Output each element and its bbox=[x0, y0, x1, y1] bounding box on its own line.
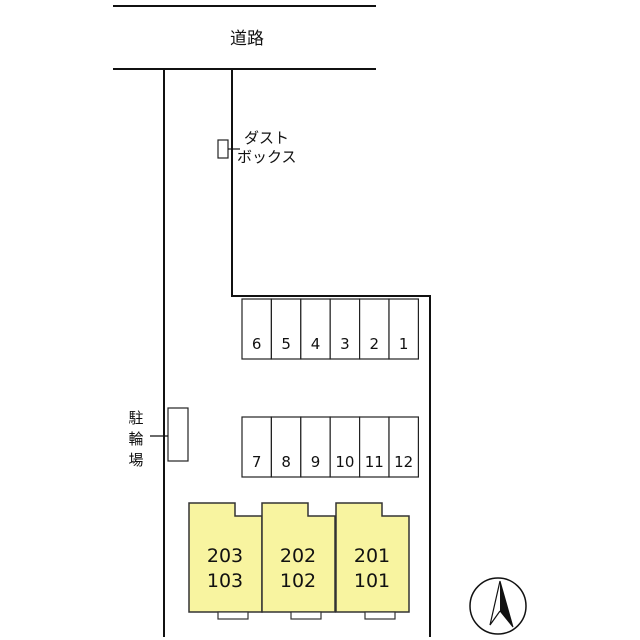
parking-stall-number: 12 bbox=[394, 453, 413, 471]
bicycle-parking-label-char: 場 bbox=[128, 451, 143, 469]
unit-upper-number: 202 bbox=[280, 545, 316, 567]
property-boundary bbox=[163, 69, 431, 637]
bicycle-parking: 駐 輪 場 bbox=[128, 407, 189, 469]
bicycle-parking-label-char: 輪 bbox=[128, 430, 143, 448]
north-arrow-icon bbox=[469, 577, 527, 635]
unit-balcony bbox=[290, 611, 322, 620]
parking-row-bottom: 7 8 9 10 11 12 bbox=[241, 416, 419, 478]
parking-stall bbox=[329, 416, 361, 478]
parking-stall-number: 5 bbox=[281, 335, 291, 353]
road: 道路 bbox=[113, 5, 376, 70]
parking-stall bbox=[359, 416, 390, 478]
unit-lower-number: 103 bbox=[207, 570, 243, 592]
unit-upper-number: 201 bbox=[354, 545, 390, 567]
parking-stall-number: 7 bbox=[252, 453, 262, 471]
road-label: 道路 bbox=[230, 29, 264, 49]
parking-stall bbox=[241, 298, 272, 360]
dust-box-label-line1: ダスト bbox=[244, 129, 289, 147]
unit-lower-number: 102 bbox=[280, 570, 316, 592]
parking-stall-number: 11 bbox=[365, 453, 384, 471]
parking-stall bbox=[270, 416, 302, 478]
unit-balcony bbox=[217, 611, 249, 620]
parking-stall bbox=[359, 298, 390, 360]
compass-needle-outline bbox=[489, 580, 501, 626]
parking-stall-number: 4 bbox=[311, 335, 321, 353]
parking-stall-number: 2 bbox=[370, 335, 380, 353]
unit-lower-number: 101 bbox=[354, 570, 390, 592]
parking-stall-number: 8 bbox=[281, 453, 291, 471]
dust-box: ダスト ボックス bbox=[217, 129, 297, 166]
parking-stall-number: 1 bbox=[399, 335, 409, 353]
parking-stall bbox=[388, 298, 419, 360]
parking-stall-number: 6 bbox=[252, 335, 262, 353]
unit-outline bbox=[335, 502, 410, 613]
parking-stall bbox=[329, 298, 361, 360]
unit-balcony bbox=[364, 611, 396, 620]
unit-outline bbox=[261, 502, 336, 613]
parking-stall-number: 3 bbox=[340, 335, 350, 353]
dust-box-label-line2: ボックス bbox=[237, 148, 297, 166]
parking-row-top: 6 5 4 3 2 1 bbox=[241, 298, 419, 360]
parking-stall-number: 9 bbox=[311, 453, 321, 471]
parking-stall bbox=[241, 416, 272, 478]
parking-stall bbox=[388, 416, 419, 478]
parking-stall bbox=[300, 416, 331, 478]
dust-box-icon bbox=[217, 139, 229, 159]
bicycle-parking-label-char: 駐 bbox=[128, 409, 143, 427]
bicycle-parking-area bbox=[167, 407, 189, 462]
parking-stall-number: 10 bbox=[335, 453, 354, 471]
unit-upper-number: 203 bbox=[207, 545, 243, 567]
